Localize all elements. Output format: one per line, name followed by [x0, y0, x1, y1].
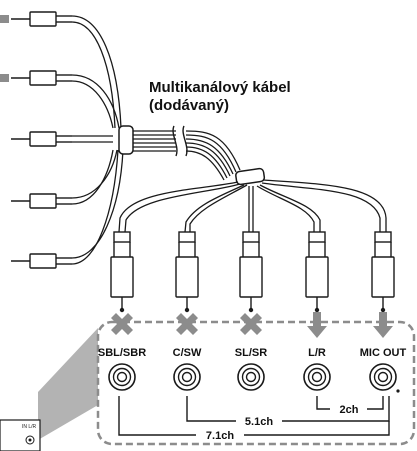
- bracket-71ch: [118, 396, 390, 436]
- cable-title-line2: (dodávaný): [149, 97, 229, 114]
- cable-title-line1: Multikanálový kábel: [149, 79, 291, 96]
- down-arrow-icon: [373, 312, 393, 338]
- channel-brackets: [118, 396, 390, 436]
- right-cables: [118, 179, 387, 233]
- port-label-micout: MIC OUT: [360, 347, 407, 359]
- plug-micout: [371, 231, 395, 313]
- jack-csw: [173, 363, 201, 391]
- device-rear-panel: [0, 419, 41, 451]
- left-cables: [71, 15, 124, 265]
- left-plugs: [0, 11, 72, 269]
- right-cable-clip: [235, 167, 266, 186]
- plug-slsr: [239, 231, 263, 313]
- port-label-sblsbr: SBL/SBR: [98, 347, 146, 359]
- jack-micout: [369, 363, 397, 391]
- mic-indicator-dot: [396, 389, 400, 393]
- port-label-lr: L/R: [308, 347, 326, 359]
- left-plug-4: [11, 193, 72, 209]
- port-markers: [111, 312, 393, 338]
- port-label-csw: C/SW: [173, 347, 202, 359]
- port-label-slsr: SL/SR: [235, 347, 267, 359]
- plug-sblsbr: [110, 231, 134, 313]
- left-cable-clip: [118, 125, 134, 155]
- label-71ch: 7.1ch: [206, 430, 234, 442]
- plug-csw: [175, 231, 199, 313]
- cross-icon: [240, 313, 262, 335]
- label-51ch: 5.1ch: [245, 416, 273, 428]
- vertical-plugs: [110, 231, 395, 313]
- label-2ch: 2ch: [340, 404, 359, 416]
- left-plug-1: [0, 11, 72, 27]
- cross-icon: [111, 313, 133, 335]
- cable-break-mark: [172, 125, 188, 157]
- jack-sblsbr: [108, 363, 136, 391]
- cable-bundle: [133, 130, 241, 181]
- plug-lr: [305, 231, 329, 313]
- left-plug-2: [0, 70, 72, 86]
- port-jacks: [108, 363, 397, 391]
- device-tiny-label: IN L/R: [22, 424, 37, 430]
- left-plug-3: [11, 131, 72, 147]
- bracket-2ch: [316, 396, 384, 410]
- down-arrow-icon: [307, 312, 327, 338]
- jack-slsr: [237, 363, 265, 391]
- left-plug-5: [11, 253, 72, 269]
- jack-lr: [303, 363, 331, 391]
- panel-callout-wedge: [38, 328, 98, 440]
- cross-icon: [176, 313, 198, 335]
